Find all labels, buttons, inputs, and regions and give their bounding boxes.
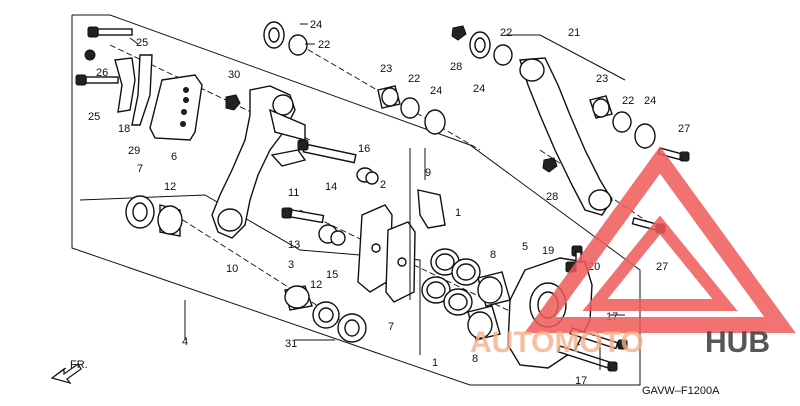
callout-5: 5 xyxy=(522,241,528,253)
callout-4: 4 xyxy=(182,336,188,348)
callout-12: 12 xyxy=(310,279,322,291)
callout-22: 22 xyxy=(622,95,634,107)
callout-31: 31 xyxy=(285,338,297,350)
callout-28: 28 xyxy=(546,191,558,203)
svg-text:AUTOMOTO: AUTOMOTO xyxy=(470,326,644,359)
callout-3: 3 xyxy=(288,259,294,271)
pad-cover-6 xyxy=(149,74,203,141)
bracket-boss-lower xyxy=(217,208,243,232)
nut-28-top xyxy=(451,25,467,41)
collar-12-left xyxy=(157,204,183,237)
pad-spring-9 xyxy=(417,189,446,229)
nut-28-mid xyxy=(542,157,558,173)
bracket-18 xyxy=(114,57,136,113)
brake-pad-2 xyxy=(357,204,416,303)
callout-22: 22 xyxy=(500,27,512,39)
seal-7-left xyxy=(125,195,155,229)
callout-21: 21 xyxy=(568,27,580,39)
arm-boss-upper xyxy=(519,58,545,82)
pad-cover-holes xyxy=(180,87,189,127)
bolt-17-upper xyxy=(569,327,628,350)
diagram-code: GAVW–F1200A xyxy=(642,385,720,397)
collar-12-bottom xyxy=(312,301,340,329)
callout-24: 24 xyxy=(430,85,442,97)
callout-11: 11 xyxy=(288,187,299,199)
callout-12: 12 xyxy=(164,181,176,193)
callout-24: 24 xyxy=(644,95,656,107)
inner-boundary-line xyxy=(79,194,421,355)
callout-24: 24 xyxy=(473,83,485,95)
washer-24-top-right xyxy=(469,31,491,59)
callout-2: 2 xyxy=(380,179,386,191)
washer-24-mid xyxy=(424,109,446,135)
nut-30 xyxy=(225,94,241,111)
callout-22: 22 xyxy=(408,73,420,85)
callout-22: 22 xyxy=(318,39,330,51)
callout-9: 9 xyxy=(425,167,431,179)
callout-15: 15 xyxy=(326,269,338,281)
callout-6: 6 xyxy=(171,151,177,163)
collar-3 xyxy=(284,285,313,311)
collar-22-top-left xyxy=(288,34,308,56)
pin-14 xyxy=(297,139,357,164)
collar-22-mid xyxy=(400,97,420,119)
pin-13 xyxy=(281,207,325,224)
callout-7: 7 xyxy=(388,321,394,333)
washer-24-top-left xyxy=(263,21,285,49)
callout-26: 26 xyxy=(96,67,108,79)
collar-23-right xyxy=(589,95,613,119)
piston-seal-1 xyxy=(421,248,481,316)
callout-1: 1 xyxy=(455,207,461,219)
callout-29: 29 xyxy=(128,145,140,157)
boot-16 xyxy=(356,167,379,185)
watermark-logo-icon xyxy=(524,146,796,333)
callout-10: 10 xyxy=(226,263,238,275)
clip-11 xyxy=(270,149,307,167)
front-direction-label: FR. xyxy=(70,359,88,371)
piston-8-upper xyxy=(477,271,511,307)
plate-29 xyxy=(131,54,153,126)
callout-24: 24 xyxy=(310,19,322,31)
arm-boss-lower xyxy=(588,189,612,211)
callout-27: 27 xyxy=(656,261,668,273)
callout-23: 23 xyxy=(596,73,608,85)
front-direction-arrow-icon xyxy=(50,363,82,385)
callout-7: 7 xyxy=(137,163,143,175)
callout-labels: 24 22 25 26 25 18 29 6 30 7 12 10 11 14 … xyxy=(88,19,690,387)
callout-23: 23 xyxy=(380,63,392,75)
callout-14: 14 xyxy=(325,181,337,193)
nut-26 xyxy=(84,49,96,61)
callout-13: 13 xyxy=(288,239,300,251)
collar-22-right xyxy=(612,111,632,133)
bolt-25-upper xyxy=(87,26,133,38)
seal-7-bottom xyxy=(337,313,367,343)
collar-23-mid xyxy=(377,85,401,109)
callout-17: 17 xyxy=(575,375,587,387)
callout-8: 8 xyxy=(490,249,496,261)
callout-27: 27 xyxy=(678,123,690,135)
callout-16: 16 xyxy=(358,143,370,155)
guide-line xyxy=(174,214,341,321)
leader-lines xyxy=(129,23,626,370)
callout-28: 28 xyxy=(450,61,462,73)
callout-19: 19 xyxy=(542,245,554,257)
washer-24-right xyxy=(634,123,656,149)
collar-22-top-right xyxy=(493,44,513,66)
callout-30: 30 xyxy=(228,69,240,81)
bolt-25-lower xyxy=(75,74,119,86)
svg-text:HUB: HUB xyxy=(705,326,770,359)
callout-18: 18 xyxy=(118,123,130,135)
piston-8-lower xyxy=(467,305,501,341)
watermark-text: AUTOMOTO HUB xyxy=(470,326,770,359)
callout-25: 25 xyxy=(88,111,100,123)
boot-15 xyxy=(318,224,346,246)
callout-25: 25 xyxy=(136,37,148,49)
callout-1: 1 xyxy=(432,357,438,369)
callout-8: 8 xyxy=(472,353,478,365)
bolt-17-lower xyxy=(557,345,618,372)
